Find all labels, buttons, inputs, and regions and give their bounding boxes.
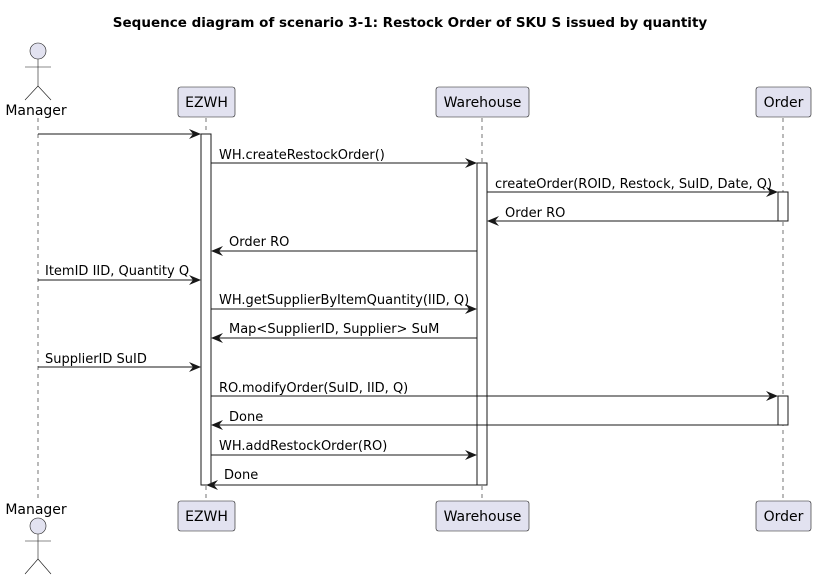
message: Order RO bbox=[487, 206, 778, 226]
participant-label-warehouse: Warehouse bbox=[444, 95, 522, 111]
message-label: Map<SupplierID, Supplier> SuM bbox=[229, 322, 439, 337]
message-label: WH.createRestockOrder() bbox=[219, 148, 385, 163]
message-label: RO.modifyOrder(SuID, IID, Q) bbox=[219, 381, 408, 396]
diagram-title: Sequence diagram of scenario 3-1: Restoc… bbox=[113, 15, 708, 31]
message: RO.modifyOrder(SuID, IID, Q) bbox=[211, 381, 778, 401]
message-label: Order RO bbox=[229, 235, 289, 250]
participant-label-order: Order bbox=[764, 95, 804, 111]
message: WH.addRestockOrder(RO) bbox=[211, 439, 477, 460]
message: ItemID IID, Quantity Q bbox=[38, 264, 201, 285]
participant-warehouse-bottom: Warehouse bbox=[435, 500, 530, 532]
message: Done bbox=[211, 410, 778, 430]
actor-manager-bottom: Manager bbox=[5, 502, 67, 575]
message-label: createOrder(ROID, Restock, SuID, Date, Q… bbox=[495, 177, 772, 192]
participant-order-top: Order bbox=[755, 86, 812, 118]
message-label: SupplierID SuID bbox=[45, 352, 147, 367]
message-label: WH.getSupplierByItemQuantity(IID, Q) bbox=[219, 293, 469, 308]
participant-ezwh-bottom: EZWH bbox=[177, 500, 236, 532]
actor-label-manager: Manager bbox=[5, 103, 67, 119]
participant-ezwh-top: EZWH bbox=[177, 86, 236, 118]
activation-order-modify bbox=[777, 395, 789, 426]
actor-manager-top: Manager bbox=[5, 42, 67, 119]
participant-order-bottom: Order bbox=[755, 500, 812, 532]
participant-label-warehouse: Warehouse bbox=[444, 509, 522, 525]
participant-label-ezwh: EZWH bbox=[185, 95, 228, 111]
participant-warehouse-top: Warehouse bbox=[435, 86, 530, 118]
actor-icon bbox=[24, 42, 52, 101]
message: createOrder(ROID, Restock, SuID, Date, Q… bbox=[487, 177, 778, 197]
message: Order RO bbox=[211, 235, 477, 256]
message: SupplierID SuID bbox=[38, 352, 201, 372]
activation-order-create bbox=[777, 191, 789, 222]
message-label: Order RO bbox=[505, 206, 565, 221]
participant-label-order: Order bbox=[764, 509, 804, 525]
message-label: ItemID IID, Quantity Q bbox=[45, 264, 189, 279]
actor-icon bbox=[24, 517, 52, 575]
activation-warehouse bbox=[476, 162, 488, 486]
message-label: Done bbox=[224, 468, 258, 483]
actor-label-manager: Manager bbox=[5, 502, 67, 518]
message-label: WH.addRestockOrder(RO) bbox=[219, 439, 387, 454]
activation-ezwh bbox=[200, 133, 212, 486]
message: Done bbox=[206, 468, 477, 490]
message: WH.createRestockOrder() bbox=[211, 148, 477, 168]
message: Map<SupplierID, Supplier> SuM bbox=[211, 322, 477, 343]
message-label: Done bbox=[229, 410, 263, 425]
message: WH.getSupplierByItemQuantity(IID, Q) bbox=[211, 293, 477, 314]
participant-label-ezwh: EZWH bbox=[185, 509, 228, 525]
